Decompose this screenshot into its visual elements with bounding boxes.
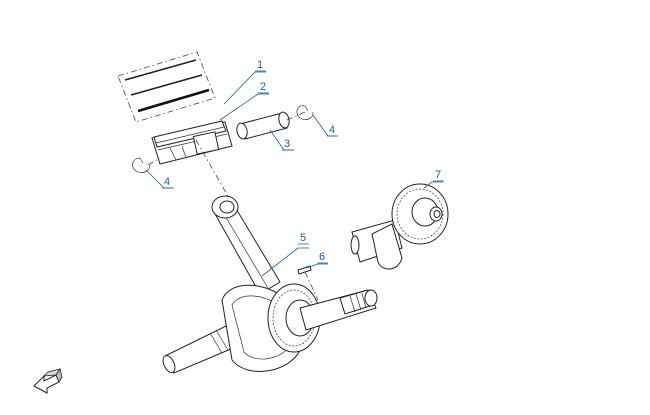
circlip-part-4-left <box>132 157 151 173</box>
piston-rings-part-1 <box>117 51 216 123</box>
alignment-lines <box>147 111 306 206</box>
callout-number[interactable]: 2 <box>260 81 266 93</box>
callout-3[interactable]: 3 <box>282 138 294 151</box>
connecting-rod-part-5 <box>211 195 281 295</box>
crankshaft-assembly <box>162 283 378 374</box>
callout-number[interactable]: 6 <box>319 251 325 263</box>
callout-2[interactable]: 2 <box>258 81 269 94</box>
callout-7[interactable]: 7 <box>433 169 444 182</box>
circlip-part-4-right <box>296 105 314 120</box>
callout-number[interactable]: 7 <box>435 169 441 181</box>
callout-number[interactable]: 4 <box>329 124 335 136</box>
callout-6[interactable]: 6 <box>317 251 328 264</box>
callout-1[interactable]: 1 <box>255 59 266 72</box>
callout-number[interactable]: 5 <box>300 232 306 244</box>
front-direction-arrow-icon <box>33 368 63 394</box>
balancer-shaft-part-7 <box>350 183 449 270</box>
callout-4-right[interactable]: 4 <box>327 124 338 137</box>
piston-part-2 <box>151 120 233 165</box>
piston-pin-part-3 <box>236 111 290 140</box>
callout-5[interactable]: 5 <box>298 232 309 245</box>
callout-number[interactable]: 3 <box>284 138 290 150</box>
callout-number[interactable]: 1 <box>257 59 263 71</box>
woodruff-key-part-6 <box>297 265 319 301</box>
callout-4-left[interactable]: 4 <box>162 176 174 189</box>
callout-number[interactable]: 4 <box>164 176 170 188</box>
